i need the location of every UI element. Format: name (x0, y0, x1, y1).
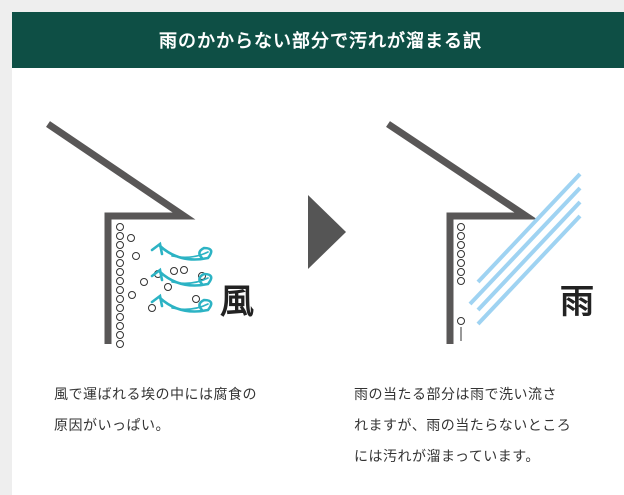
right-caption-line: には汚れが溜まっています。 (354, 449, 540, 465)
wind-character: 風 (220, 282, 254, 322)
left-caption-line: 風で運ばれる埃の中には腐食の (54, 387, 257, 403)
rain-character: 雨 (560, 282, 594, 322)
section-title: 雨のかからない部分で汚れが溜まる訳 (159, 31, 482, 52)
content-card: 雨のかからない部分で汚れが溜まる訳 (12, 12, 624, 495)
rain-icon (468, 172, 582, 326)
wind-icon (150, 241, 213, 313)
left-caption: 風で運ばれる埃の中には腐食の 原因がいっぱい。 (54, 380, 324, 442)
left-illustration (46, 121, 213, 348)
section-header: 雨のかからない部分で汚れが溜まる訳 (12, 12, 624, 68)
right-illustration (386, 121, 582, 344)
right-caption: 雨の当たる部分は雨で洗い流さ れますが、雨の当たらないところ には汚れが溜まって… (354, 380, 624, 473)
right-caption-line: 雨の当たる部分は雨で洗い流さ (354, 387, 557, 403)
right-roof-wall (386, 121, 538, 344)
arrow-right-icon (308, 195, 346, 269)
dust-column-right (457, 223, 465, 325)
right-caption-line: れますが、雨の当たらないところ (354, 418, 572, 434)
left-roof-wall (46, 121, 196, 344)
illustration (46, 121, 582, 348)
left-caption-line: 原因がいっぱい。 (54, 418, 170, 434)
